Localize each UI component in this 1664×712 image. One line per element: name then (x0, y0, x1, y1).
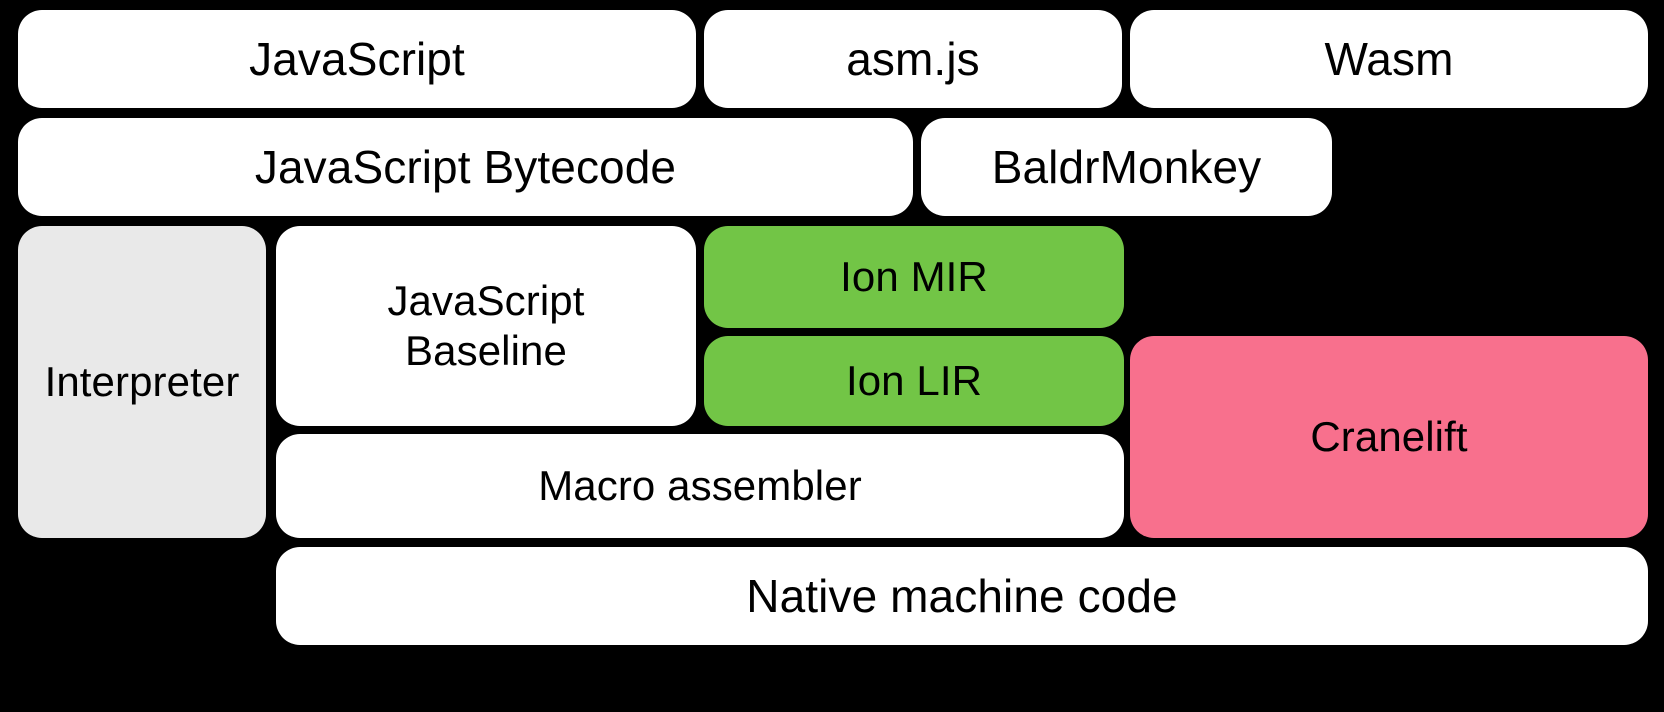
node-asmjs: asm.js (704, 10, 1122, 108)
node-interpreter: Interpreter (18, 226, 266, 538)
node-ion-lir: Ion LIR (704, 336, 1124, 426)
node-native-machine-code: Native machine code (276, 547, 1648, 645)
node-macro-assembler: Macro assembler (276, 434, 1124, 538)
node-ion-mir: Ion MIR (704, 226, 1124, 328)
node-javascript-bytecode: JavaScript Bytecode (18, 118, 913, 216)
node-javascript: JavaScript (18, 10, 696, 108)
node-cranelift: Cranelift (1130, 336, 1648, 538)
node-baldrmonkey: BaldrMonkey (921, 118, 1332, 216)
node-javascript-baseline: JavaScript Baseline (276, 226, 696, 426)
node-wasm: Wasm (1130, 10, 1648, 108)
